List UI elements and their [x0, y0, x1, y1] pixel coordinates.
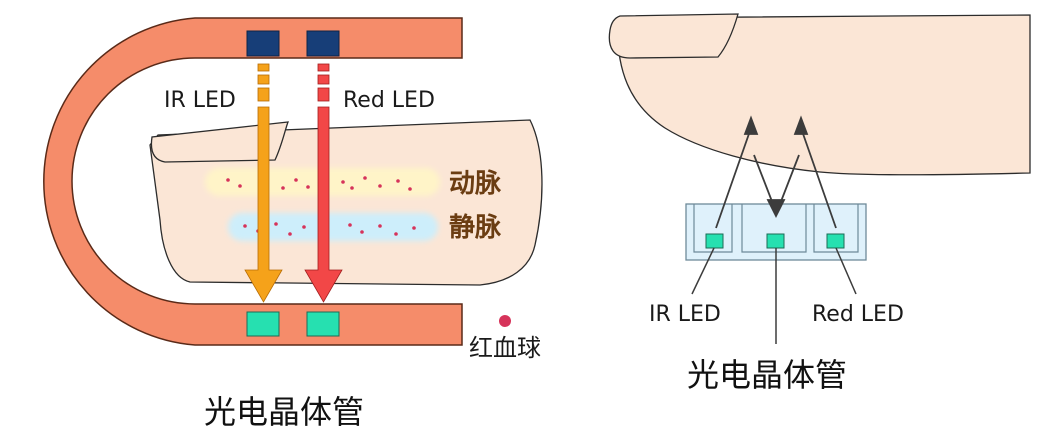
right-diagram: IR LED Red LED 光电晶体管: [608, 13, 1031, 394]
rbc-label: 红血球: [469, 334, 541, 362]
blood-cell: [360, 230, 364, 234]
red-led-chip-right: [826, 233, 845, 249]
sensor-clip: [43, 17, 463, 346]
blood-cell: [412, 226, 416, 230]
red-beam-dash: [317, 63, 330, 72]
ir-led-chip: [246, 30, 280, 57]
finger-right: [616, 14, 1031, 176]
photodiode-label-right: 光电晶体管: [687, 356, 847, 394]
vein-band: [228, 213, 438, 241]
blood-cell: [363, 176, 367, 180]
ir-reflect-line: [753, 154, 774, 205]
photodiode-label-left: 光电晶体管: [204, 393, 364, 431]
finger-left: [149, 119, 543, 286]
light-paths: [715, 115, 837, 229]
vein-label: 静脉: [449, 212, 502, 243]
ir-beam: [244, 63, 283, 303]
red-emit-line: [800, 127, 837, 229]
red-beam-dash: [317, 87, 330, 102]
red-beam-arrow: [304, 106, 343, 303]
fingernail-left: [150, 121, 289, 163]
red-led-label-right: Red LED: [812, 302, 904, 327]
ir-beam-dash: [257, 74, 270, 85]
photodiode-chip-right: [766, 233, 785, 249]
blood-cell: [378, 184, 382, 188]
ir-emit-line: [715, 127, 752, 229]
reflect-arrowhead: [766, 199, 786, 219]
ir-beam-dash: [257, 63, 270, 72]
ir-leader: [691, 247, 715, 295]
blood-cell: [378, 224, 382, 228]
red-leader: [835, 247, 857, 295]
blood-cell: [294, 178, 298, 182]
ir-beam-arrow: [244, 106, 283, 303]
blood-cell: [408, 187, 412, 191]
blood-cell: [348, 223, 352, 227]
leader-lines: [691, 247, 857, 344]
blood-cell: [394, 232, 398, 236]
ir-led-chip-right: [705, 233, 724, 249]
red-led-chip: [306, 30, 340, 57]
red-beam-dash: [317, 74, 330, 85]
rbc-legend-dot: [499, 315, 511, 327]
blood-cell: [274, 222, 278, 226]
left-diagram: IR LED Red LED 动脉 静脉 红血球 光电晶体管: [43, 17, 543, 431]
red-beam: [304, 63, 343, 303]
photodiode-chip-1: [246, 311, 280, 337]
ir-emit-arrowhead: [743, 115, 759, 135]
blood-cell: [226, 178, 230, 182]
ir-led-label: IR LED: [164, 88, 236, 113]
blood-cell: [288, 232, 292, 236]
blood-cell: [341, 180, 345, 184]
red-led-label: Red LED: [343, 88, 435, 113]
red-emit-arrowhead: [793, 115, 809, 135]
ir-beam-dash: [257, 87, 270, 102]
blood-cell: [281, 186, 285, 190]
red-reflect-line: [779, 154, 800, 205]
photodiode-chip-2: [306, 311, 340, 337]
ir-led-label-right: IR LED: [649, 302, 721, 327]
blood-cell: [238, 184, 242, 188]
blood-cell: [243, 224, 247, 228]
fingernail-right: [608, 13, 739, 59]
blood-cell: [302, 225, 306, 229]
sensor-compartments: [693, 204, 859, 253]
artery-label: 动脉: [449, 169, 502, 199]
blood-cell: [350, 186, 354, 190]
blood-cell: [306, 185, 310, 189]
blood-cell: [396, 179, 400, 183]
